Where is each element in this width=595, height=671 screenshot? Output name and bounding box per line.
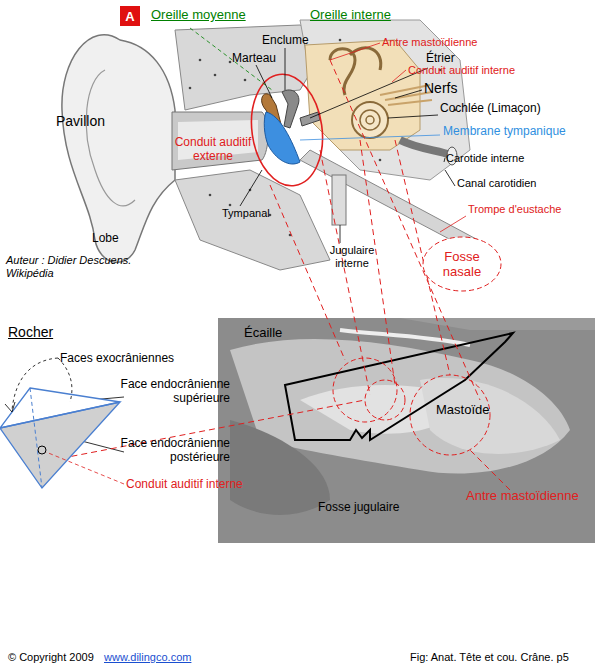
part-label: Conduit auditif interne	[126, 478, 243, 492]
part-label: Marteau	[232, 52, 276, 66]
part-label: Pavillon	[56, 113, 105, 129]
blue-leader	[300, 135, 440, 140]
ear-illustration	[62, 20, 478, 270]
part-label: Mastoïde	[436, 403, 489, 418]
letter-box: A	[120, 6, 140, 26]
part-label: Face endocrânienne supérieure	[110, 378, 230, 406]
part-label: www.dilingco.com	[104, 651, 191, 664]
part-label: Trompe d'eustache	[468, 203, 561, 216]
part-label: Faces exocrâniennes	[60, 352, 174, 366]
part-label: Étrier	[426, 52, 455, 66]
part-label: Jugulaire interne	[322, 244, 382, 269]
part-label: Antre mastoïdienne	[466, 489, 579, 504]
part-label: Fosse jugulaire	[318, 501, 399, 515]
part-label: Auteur : Didier Descuens. Wikipédia	[6, 254, 156, 279]
pyramid	[0, 358, 120, 488]
ellipse-shape	[423, 237, 501, 291]
part-label: Lobe	[92, 232, 119, 246]
part-label: Canal carotidien	[457, 177, 537, 190]
rocher-photo	[218, 318, 595, 543]
part-label: Antre mastoïdienne	[382, 36, 477, 49]
part-label: Conduit auditif externe	[168, 136, 258, 164]
node-text: A	[125, 9, 134, 24]
part-label: Conduit auditif interne	[408, 64, 515, 77]
part-label: Cochlée (Limaçon)	[440, 102, 541, 116]
part-label: Oreille interne	[310, 8, 391, 23]
part-label: Écaille	[244, 326, 282, 341]
part-label: Carotide interne	[446, 152, 524, 165]
guide-lines	[42, 60, 510, 490]
part-label: Membrane tympanique	[443, 125, 566, 139]
part-label: Enclume	[262, 34, 309, 48]
part-label: Tympanal	[222, 207, 270, 220]
dashed-ellipse: Fosse nasale	[422, 236, 502, 292]
part-label: Rocher	[8, 324, 53, 340]
part-label: Nerfs	[424, 80, 457, 96]
part-label: © Copyright 2009	[8, 651, 94, 664]
node-text: Fosse nasale	[432, 249, 492, 279]
figure-caption: Fig: Anat. Tête et cou. Crâne. p5	[410, 651, 569, 664]
part-label: Face endocrânienne postérieure	[110, 437, 230, 465]
part-label: Oreille moyenne	[151, 8, 246, 23]
red-dashed	[46, 452, 124, 484]
